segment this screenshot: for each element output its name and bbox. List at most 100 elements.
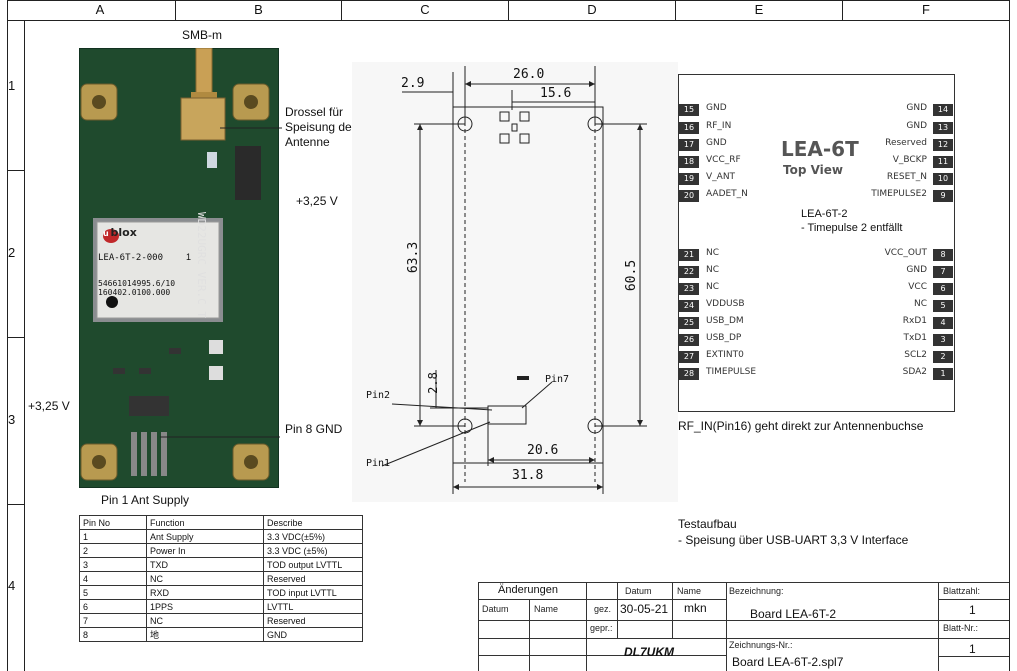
pinout-pin-name: NC <box>913 299 927 309</box>
pin-table-header-function: Function <box>146 515 264 530</box>
pinout-pin-name: VCC_RF <box>706 155 741 165</box>
note-test-line: - Speisung über USB-UART 3,3 V Interface <box>678 533 909 547</box>
dim-31-8: 31.8 <box>512 468 544 483</box>
pinout-pin-number: 22 <box>679 266 699 278</box>
table-cell: 3 <box>79 557 147 572</box>
pinout-note-2: - Timepulse 2 entfällt <box>801 222 903 234</box>
dim-63-3: 63.3 <box>406 241 422 274</box>
pinout-title: LEA-6T <box>781 137 859 161</box>
pin-table-header-pin: Pin No <box>79 515 147 530</box>
pinout-pin-number: 19 <box>679 173 699 185</box>
pinout-pin-number: 5 <box>933 300 953 312</box>
pinout-pin-number: 6 <box>933 283 953 295</box>
pinout-pin-name: AADET_N <box>706 189 748 199</box>
pinout-pin-number: 4 <box>933 317 953 329</box>
table-cell: TXD <box>146 557 264 572</box>
pinout-pin-number: 3 <box>933 334 953 346</box>
pinout-pin-name: USB_DP <box>706 333 742 343</box>
title-block-sheet-count-label: Blattzahl: <box>943 586 981 596</box>
pinout-pin-number: 21 <box>679 249 699 261</box>
column-label-d: D <box>587 2 597 17</box>
row-label-3: 3 <box>8 412 16 427</box>
pinout-pin-number: 10 <box>933 173 953 185</box>
table-cell: 3.3 VDC(±5%) <box>263 529 363 544</box>
pinout-pin-name: V_ANT <box>706 172 736 182</box>
table-cell: 8 <box>79 627 147 642</box>
pinout-pin-name: TxD1 <box>903 333 927 343</box>
pinout-pin-number: 12 <box>933 139 953 151</box>
pinout-pin-number: 28 <box>679 368 699 380</box>
pin-table-header-describe: Describe <box>263 515 363 530</box>
pinout-pin-name: RF_IN <box>706 121 732 131</box>
pinout-pin-name: VDDUSB <box>706 299 745 309</box>
title-block-drawing-no-value: Board LEA-6T-2.spl7 <box>732 655 844 669</box>
pinout-pin-name: VCC <box>908 282 927 292</box>
chip-serial-2: 160402.0100.000 <box>98 288 171 297</box>
pinout-pin-number: 1 <box>933 368 953 380</box>
table-cell: 3.3 VDC (±5%) <box>263 543 363 558</box>
pinout-pin-name: SDA2 <box>902 367 927 377</box>
pinout-pin-name: SCL2 <box>904 350 927 360</box>
label-pin1-ant: Pin 1 Ant Supply <box>101 493 190 507</box>
title-block-changes: Änderungen <box>498 584 558 596</box>
pinout-pin-number: 27 <box>679 351 699 363</box>
pinout-diagram: LEA-6T Top View LEA-6T-2 - Timepulse 2 e… <box>678 74 955 412</box>
table-cell: Ant Supply <box>146 529 264 544</box>
table-cell: 2 <box>79 543 147 558</box>
pinout-pin-number: 25 <box>679 317 699 329</box>
pinout-pin-name: TIMEPULSE <box>706 367 757 377</box>
pinout-pin-name: V_BCKP <box>892 155 927 165</box>
note-test-title: Testaufbau <box>678 517 737 531</box>
table-cell: Reserved <box>263 613 363 628</box>
pinout-pin-number: 9 <box>933 190 953 202</box>
pinout-pin-name: NC <box>706 248 720 258</box>
table-cell: 5 <box>79 585 147 600</box>
pinout-pin-number: 7 <box>933 266 953 278</box>
column-label-a: A <box>95 2 105 17</box>
pinout-pin-name: RxD1 <box>902 316 927 326</box>
dim-2-8: 2.8 <box>425 372 440 394</box>
dim-20-6: 20.6 <box>527 443 559 458</box>
table-cell: RXD <box>146 585 264 600</box>
title-block-drawing-no-label: Zeichnungs-Nr.: <box>729 640 793 650</box>
title-block-gez: gez. <box>594 604 612 614</box>
title-block-designation-label: Bezeichnung: <box>729 586 784 596</box>
drawing-label-pin2: Pin2 <box>366 390 391 401</box>
ublox-logo-text: blox <box>110 226 137 239</box>
dim-15-6: 15.6 <box>540 86 572 101</box>
title-block-date-header: Datum <box>625 586 652 596</box>
label-smb: SMB-m <box>182 28 222 42</box>
pinout-pin-number: 14 <box>933 104 953 116</box>
title-block-date-value: 30-05-21 <box>620 602 669 616</box>
pinout-pin-name: NC <box>706 282 720 292</box>
table-cell: 地 <box>146 627 264 642</box>
pinout-pin-number: 23 <box>679 283 699 295</box>
table-cell: 1 <box>79 529 147 544</box>
table-cell: GND <box>263 627 363 642</box>
table-cell: 1PPS <box>146 599 264 614</box>
chip-serial-1: 54661014995.6/10 <box>98 279 176 288</box>
title-block-date-col: Datum <box>482 604 509 614</box>
table-cell: TOD input LVTTL <box>263 585 363 600</box>
pinout-pin-name: GND <box>706 103 727 113</box>
table-cell: 4 <box>79 571 147 586</box>
chip-model: LEA-6T-2-000 <box>98 253 164 263</box>
pinout-subtitle: Top View <box>783 163 844 177</box>
pinout-pin-name: EXTINT0 <box>706 350 744 360</box>
pinout-pin-number: 26 <box>679 334 699 346</box>
column-label-f: F <box>922 2 930 17</box>
pinout-pin-number: 18 <box>679 156 699 168</box>
pinout-pin-number: 8 <box>933 249 953 261</box>
table-cell: NC <box>146 571 264 586</box>
table-cell: LVTTL <box>263 599 363 614</box>
pinout-pin-name: GND <box>906 121 927 131</box>
board-silkscreen-label: WD22UGRC VER.C T <box>195 212 208 318</box>
